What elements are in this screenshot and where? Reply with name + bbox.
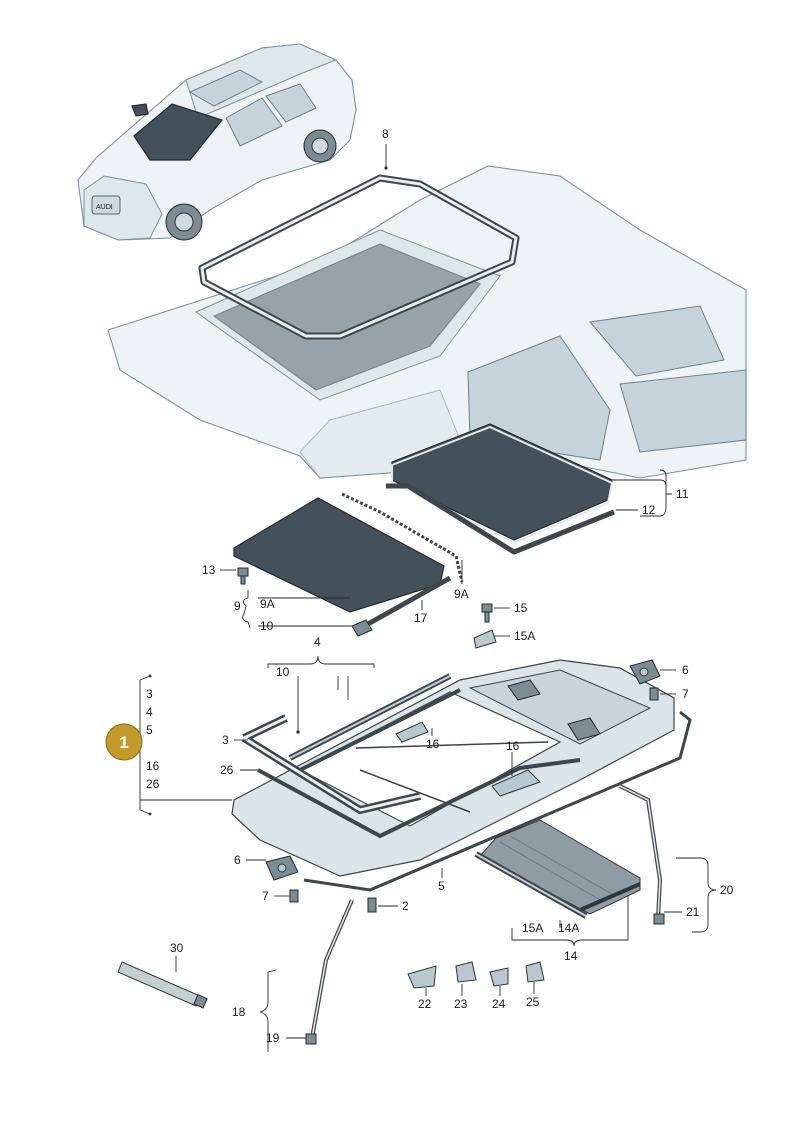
label-15a-top: 15A: [514, 629, 535, 643]
rear-glass-panel-11: [391, 423, 614, 545]
clip-25: [525, 961, 545, 983]
label-11: 11: [676, 487, 689, 501]
label-9a-right: 9A: [454, 587, 469, 601]
label-list-16: 16: [146, 759, 160, 773]
label-15: 15: [514, 601, 528, 615]
label-list-5: 5: [146, 723, 153, 737]
drain-hose-18: [310, 899, 354, 1039]
label-5: 5: [438, 879, 445, 893]
label-16-b: 16: [506, 739, 520, 753]
screw-15: [481, 603, 493, 623]
label-25: 25: [526, 995, 540, 1009]
vehicle-roof-body: [107, 165, 747, 479]
label-7-right: 7: [682, 687, 689, 701]
panel-trim-17: [366, 575, 452, 627]
highlight-callout-1[interactable]: 1: [105, 723, 143, 761]
sealant-tube-30: [117, 961, 208, 1009]
label-14a: 14A: [558, 921, 579, 935]
bracket-16-b: [491, 769, 541, 797]
label-list-4: 4: [146, 705, 153, 719]
screw-7-right: [649, 687, 659, 701]
car-overview-illustration: AUDI: [77, 43, 357, 241]
label-6-left: 6: [234, 853, 241, 867]
hose-end-21: [653, 913, 665, 925]
label-15a-bottom: 15A: [522, 921, 543, 935]
label-30: 30: [170, 941, 184, 955]
svg-text:AUDI: AUDI: [96, 204, 113, 211]
label-list-26: 26: [146, 777, 160, 791]
label-24: 24: [492, 997, 506, 1011]
label-19: 19: [266, 1031, 280, 1045]
label-7-left: 7: [262, 889, 269, 903]
bracket-15a-top: [473, 629, 497, 649]
label-14: 14: [564, 949, 578, 963]
part-labels: 8 11 12 13 9 9A 9A 10 17 15 15A 4 10 6 7…: [146, 127, 734, 1045]
label-2: 2: [402, 899, 409, 913]
label-17: 17: [414, 611, 428, 625]
clip-22: [407, 965, 437, 989]
drive-motor-6-right: [629, 659, 661, 685]
label-23: 23: [454, 997, 468, 1011]
screw-2: [367, 897, 377, 913]
callout-text: 1: [119, 733, 128, 752]
guide-rail-4: [299, 688, 461, 772]
label-16-a: 16: [426, 737, 440, 751]
label-4: 4: [314, 635, 321, 649]
leader-lines: [139, 144, 717, 1052]
label-26: 26: [220, 763, 234, 777]
label-12: 12: [642, 503, 656, 517]
frame-seal-26: [257, 758, 581, 839]
roof-frame-seal-8: [198, 174, 520, 340]
label-22: 22: [418, 997, 432, 1011]
label-13: 13: [202, 563, 216, 577]
label-8: 8: [382, 127, 389, 141]
bolt-13: [237, 567, 249, 585]
drain-hose-5: [303, 710, 692, 892]
drive-motor-6-left: [265, 855, 299, 881]
label-18: 18: [232, 1005, 246, 1019]
clip-10-top: [351, 619, 373, 637]
hose-end-19: [305, 1033, 317, 1045]
panel-seal-9a: [341, 492, 464, 583]
screw-7-left: [289, 889, 299, 903]
front-glass-panel-9: [233, 497, 445, 613]
label-20: 20: [720, 883, 734, 897]
label-list-3: 3: [146, 687, 153, 701]
wind-deflector-3: [241, 714, 421, 814]
label-6-right: 6: [682, 663, 689, 677]
clip-24: [489, 967, 509, 987]
label-21: 21: [686, 905, 700, 919]
label-10-mid: 10: [276, 665, 290, 679]
drain-hose-20: [619, 784, 663, 919]
label-3: 3: [222, 733, 229, 747]
label-10-top: 10: [260, 619, 274, 633]
rear-panel-seal-12: [386, 483, 615, 555]
sunroof-frame-assembly: [231, 659, 675, 877]
label-9: 9: [234, 599, 241, 613]
callout-circle: [105, 723, 143, 761]
label-9a-left: 9A: [260, 597, 275, 611]
sunblind-14: [479, 819, 641, 915]
bracket-16-a: [395, 721, 429, 743]
clip-23: [455, 961, 477, 983]
